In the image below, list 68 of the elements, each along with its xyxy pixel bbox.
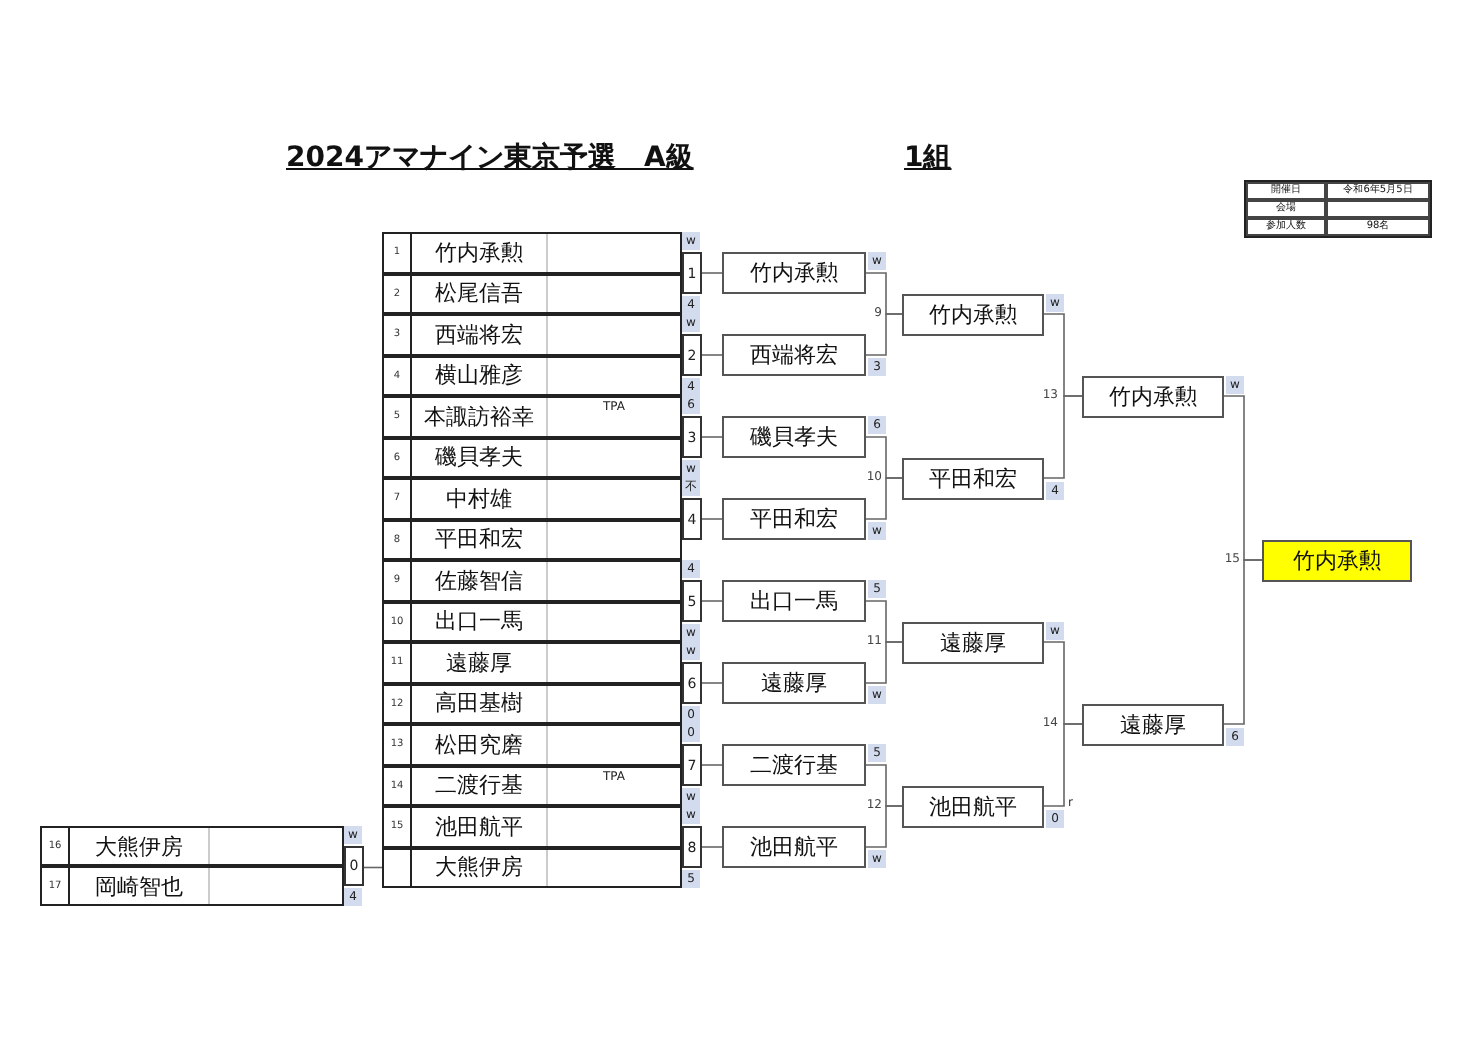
winner-box: 池田航平 bbox=[902, 785, 1044, 827]
player-row bbox=[382, 232, 682, 273]
player-row bbox=[382, 642, 682, 683]
bracket-line bbox=[1043, 395, 1083, 479]
bracket-line bbox=[701, 846, 723, 848]
winner-box: 磯貝孝夫 bbox=[722, 416, 866, 458]
winner-box: 平田和宏 bbox=[722, 498, 866, 540]
winner-box: 平田和宏 bbox=[902, 457, 1044, 499]
bracket-line bbox=[1043, 723, 1083, 807]
winner-box: 遠藤厚 bbox=[902, 621, 1044, 663]
winner-box: 竹内承勲 bbox=[1082, 375, 1224, 417]
player-name: 二渡行基 bbox=[435, 770, 523, 801]
bracket-line bbox=[701, 436, 723, 438]
bracket-line bbox=[701, 272, 723, 274]
player-row bbox=[382, 396, 682, 437]
group-label: 1組 bbox=[904, 140, 952, 176]
player-name: 横山雅彦 bbox=[435, 360, 523, 391]
champion-box: 竹内承勲 bbox=[1262, 539, 1412, 581]
winner-box: 西端将宏 bbox=[722, 334, 866, 376]
winner-box: 遠藤厚 bbox=[1082, 703, 1224, 745]
player-name: 遠藤厚 bbox=[446, 647, 512, 678]
winner-box: 池田航平 bbox=[722, 826, 866, 868]
bracket-line bbox=[865, 477, 903, 520]
winner-box: 出口一馬 bbox=[722, 580, 866, 622]
player-name: 本諏訪裕幸 bbox=[424, 401, 534, 432]
player-row bbox=[382, 683, 682, 724]
player-name: 平田和宏 bbox=[435, 524, 523, 555]
player-row bbox=[382, 560, 682, 601]
player-name: 西端将宏 bbox=[435, 319, 523, 350]
bracket-line bbox=[701, 600, 723, 602]
player-row bbox=[382, 437, 682, 478]
player-name: 大熊伊房 bbox=[435, 852, 523, 883]
player-row bbox=[382, 519, 682, 560]
bracket-line bbox=[865, 805, 903, 848]
winner-box: 竹内承勲 bbox=[722, 252, 866, 294]
player-row bbox=[382, 314, 682, 355]
player-name: 松尾信吾 bbox=[435, 278, 523, 309]
bracket-line bbox=[865, 641, 903, 684]
winner-box: 遠藤厚 bbox=[722, 662, 866, 704]
player-name: 高田基樹 bbox=[435, 688, 523, 719]
player-row bbox=[382, 806, 682, 847]
winner-box: 竹内承勲 bbox=[902, 293, 1044, 335]
player-name: 松田究磨 bbox=[435, 729, 523, 760]
player-row bbox=[382, 724, 682, 765]
player-row bbox=[382, 355, 682, 396]
player-row bbox=[382, 765, 682, 806]
player-row bbox=[382, 273, 682, 314]
player-name: 大熊伊房 bbox=[95, 831, 183, 861]
bracket-line bbox=[701, 682, 723, 684]
player-name: 竹内承勲 bbox=[435, 237, 523, 268]
player-name: 佐藤智信 bbox=[435, 565, 523, 596]
player-name: 池田航平 bbox=[435, 811, 523, 842]
player-name: 中村雄 bbox=[446, 483, 512, 514]
bracket-line bbox=[1223, 559, 1263, 725]
player-row bbox=[382, 847, 682, 888]
player-row bbox=[40, 826, 344, 866]
player-name: 岡崎智也 bbox=[95, 871, 183, 901]
bracket-line bbox=[701, 764, 723, 766]
player-row bbox=[382, 478, 682, 519]
player-name: 出口一馬 bbox=[435, 606, 523, 637]
bracket-line bbox=[701, 518, 723, 520]
player-row bbox=[40, 866, 344, 906]
player-name: 磯貝孝夫 bbox=[435, 442, 523, 473]
title: 2024アマナイン東京予選 A級 bbox=[286, 140, 694, 176]
winner-box: 二渡行基 bbox=[722, 744, 866, 786]
player-row bbox=[382, 601, 682, 642]
bracket-line bbox=[701, 354, 723, 356]
bracket-line bbox=[865, 313, 903, 356]
